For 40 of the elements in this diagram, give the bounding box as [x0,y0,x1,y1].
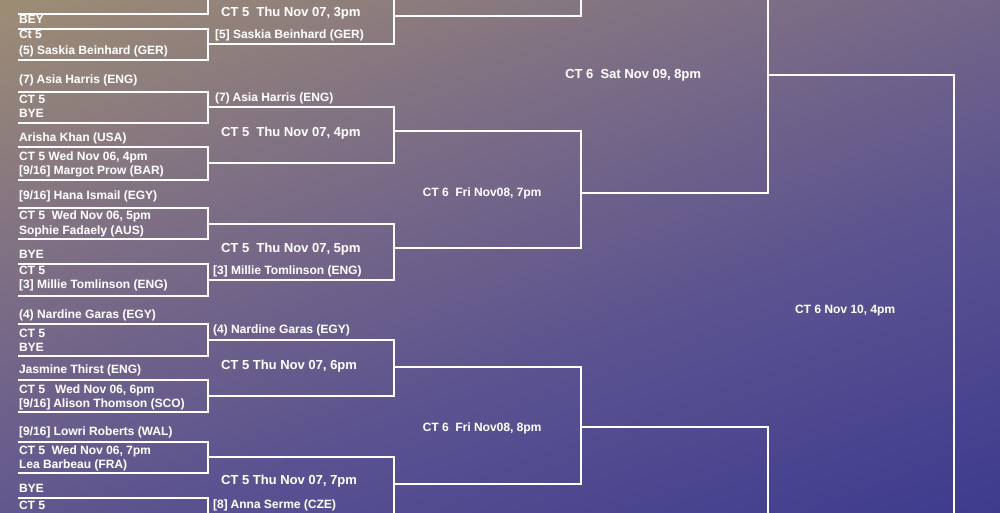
match-label: (5) Saskia Beinhard (GER) [19,43,168,58]
match-label: (7) Asia Harris (ENG) [19,72,138,87]
match-label: Jasmine Thirst (ENG) [19,362,142,377]
match-label: (4) Nardine Garas (EGY) [213,322,350,337]
match-label: [9/16] Margot Prow (BAR) [19,163,164,178]
match-label: [8] Anna Serme (CZE) [213,497,336,512]
match-label: CT 6 Fri Nov08, 8pm [422,420,542,435]
match-label: CT 5 Thu Nov 07, 3pm [221,4,360,19]
match-label: [9/16] Alison Thomson (SCO) [19,396,185,411]
match-label: CT 5 Wed Nov 06, 4pm [19,149,148,164]
match-label: BYE [19,247,44,262]
match-label: [3] Millie Tomlinson (ENG) [19,277,168,292]
match-label: CT 5 Wed Nov 06, 7pm [19,443,151,458]
match-label: (4) Nardine Garas (EGY) [19,307,156,322]
match-label: CT 5 [19,263,46,278]
match-label: BYE [19,340,44,355]
match-label: Arisha Khan (USA) [19,130,126,145]
match-label: Ct 5 [19,27,42,42]
match-label: CT 5 [19,92,46,107]
match-label: CT 5 [19,326,46,341]
match-label: [5] Saskia Beinhard (GER) [215,27,364,42]
match-label: [9/16] Lowri Roberts (WAL) [19,424,172,439]
match-label: Sophie Fadaely (AUS) [19,223,144,238]
match-label: CT 5 Thu Nov 07, 6pm [221,357,357,372]
match-label: CT 6 Fri Nov08, 7pm [422,185,542,200]
match-label: CT 5 Thu Nov 07, 7pm [221,472,357,487]
match-label: CT 5 Thu Nov 07, 5pm [221,240,360,255]
match-label: CT 5 Wed Nov 06, 6pm [19,382,154,397]
match-label: (7) Asia Harris (ENG) [215,90,334,105]
match-label: [3] Millie Tomlinson (ENG) [213,263,362,278]
match-label: CT 6 Nov 10, 4pm [794,302,896,317]
match-label: CT 5 Wed Nov 06, 5pm [19,208,151,223]
match-label: [9/16] Hana Ismail (EGY) [19,188,158,203]
match-label: BEY [19,12,44,27]
match-label: BYE [19,481,44,496]
match-label: CT 5 Thu Nov 07, 4pm [221,124,360,139]
match-label: CT 6 Sat Nov 09, 8pm [565,66,701,81]
match-label: CT 5 [19,498,46,513]
match-label: BYE [19,106,44,121]
match-label: Lea Barbeau (FRA) [19,457,128,472]
